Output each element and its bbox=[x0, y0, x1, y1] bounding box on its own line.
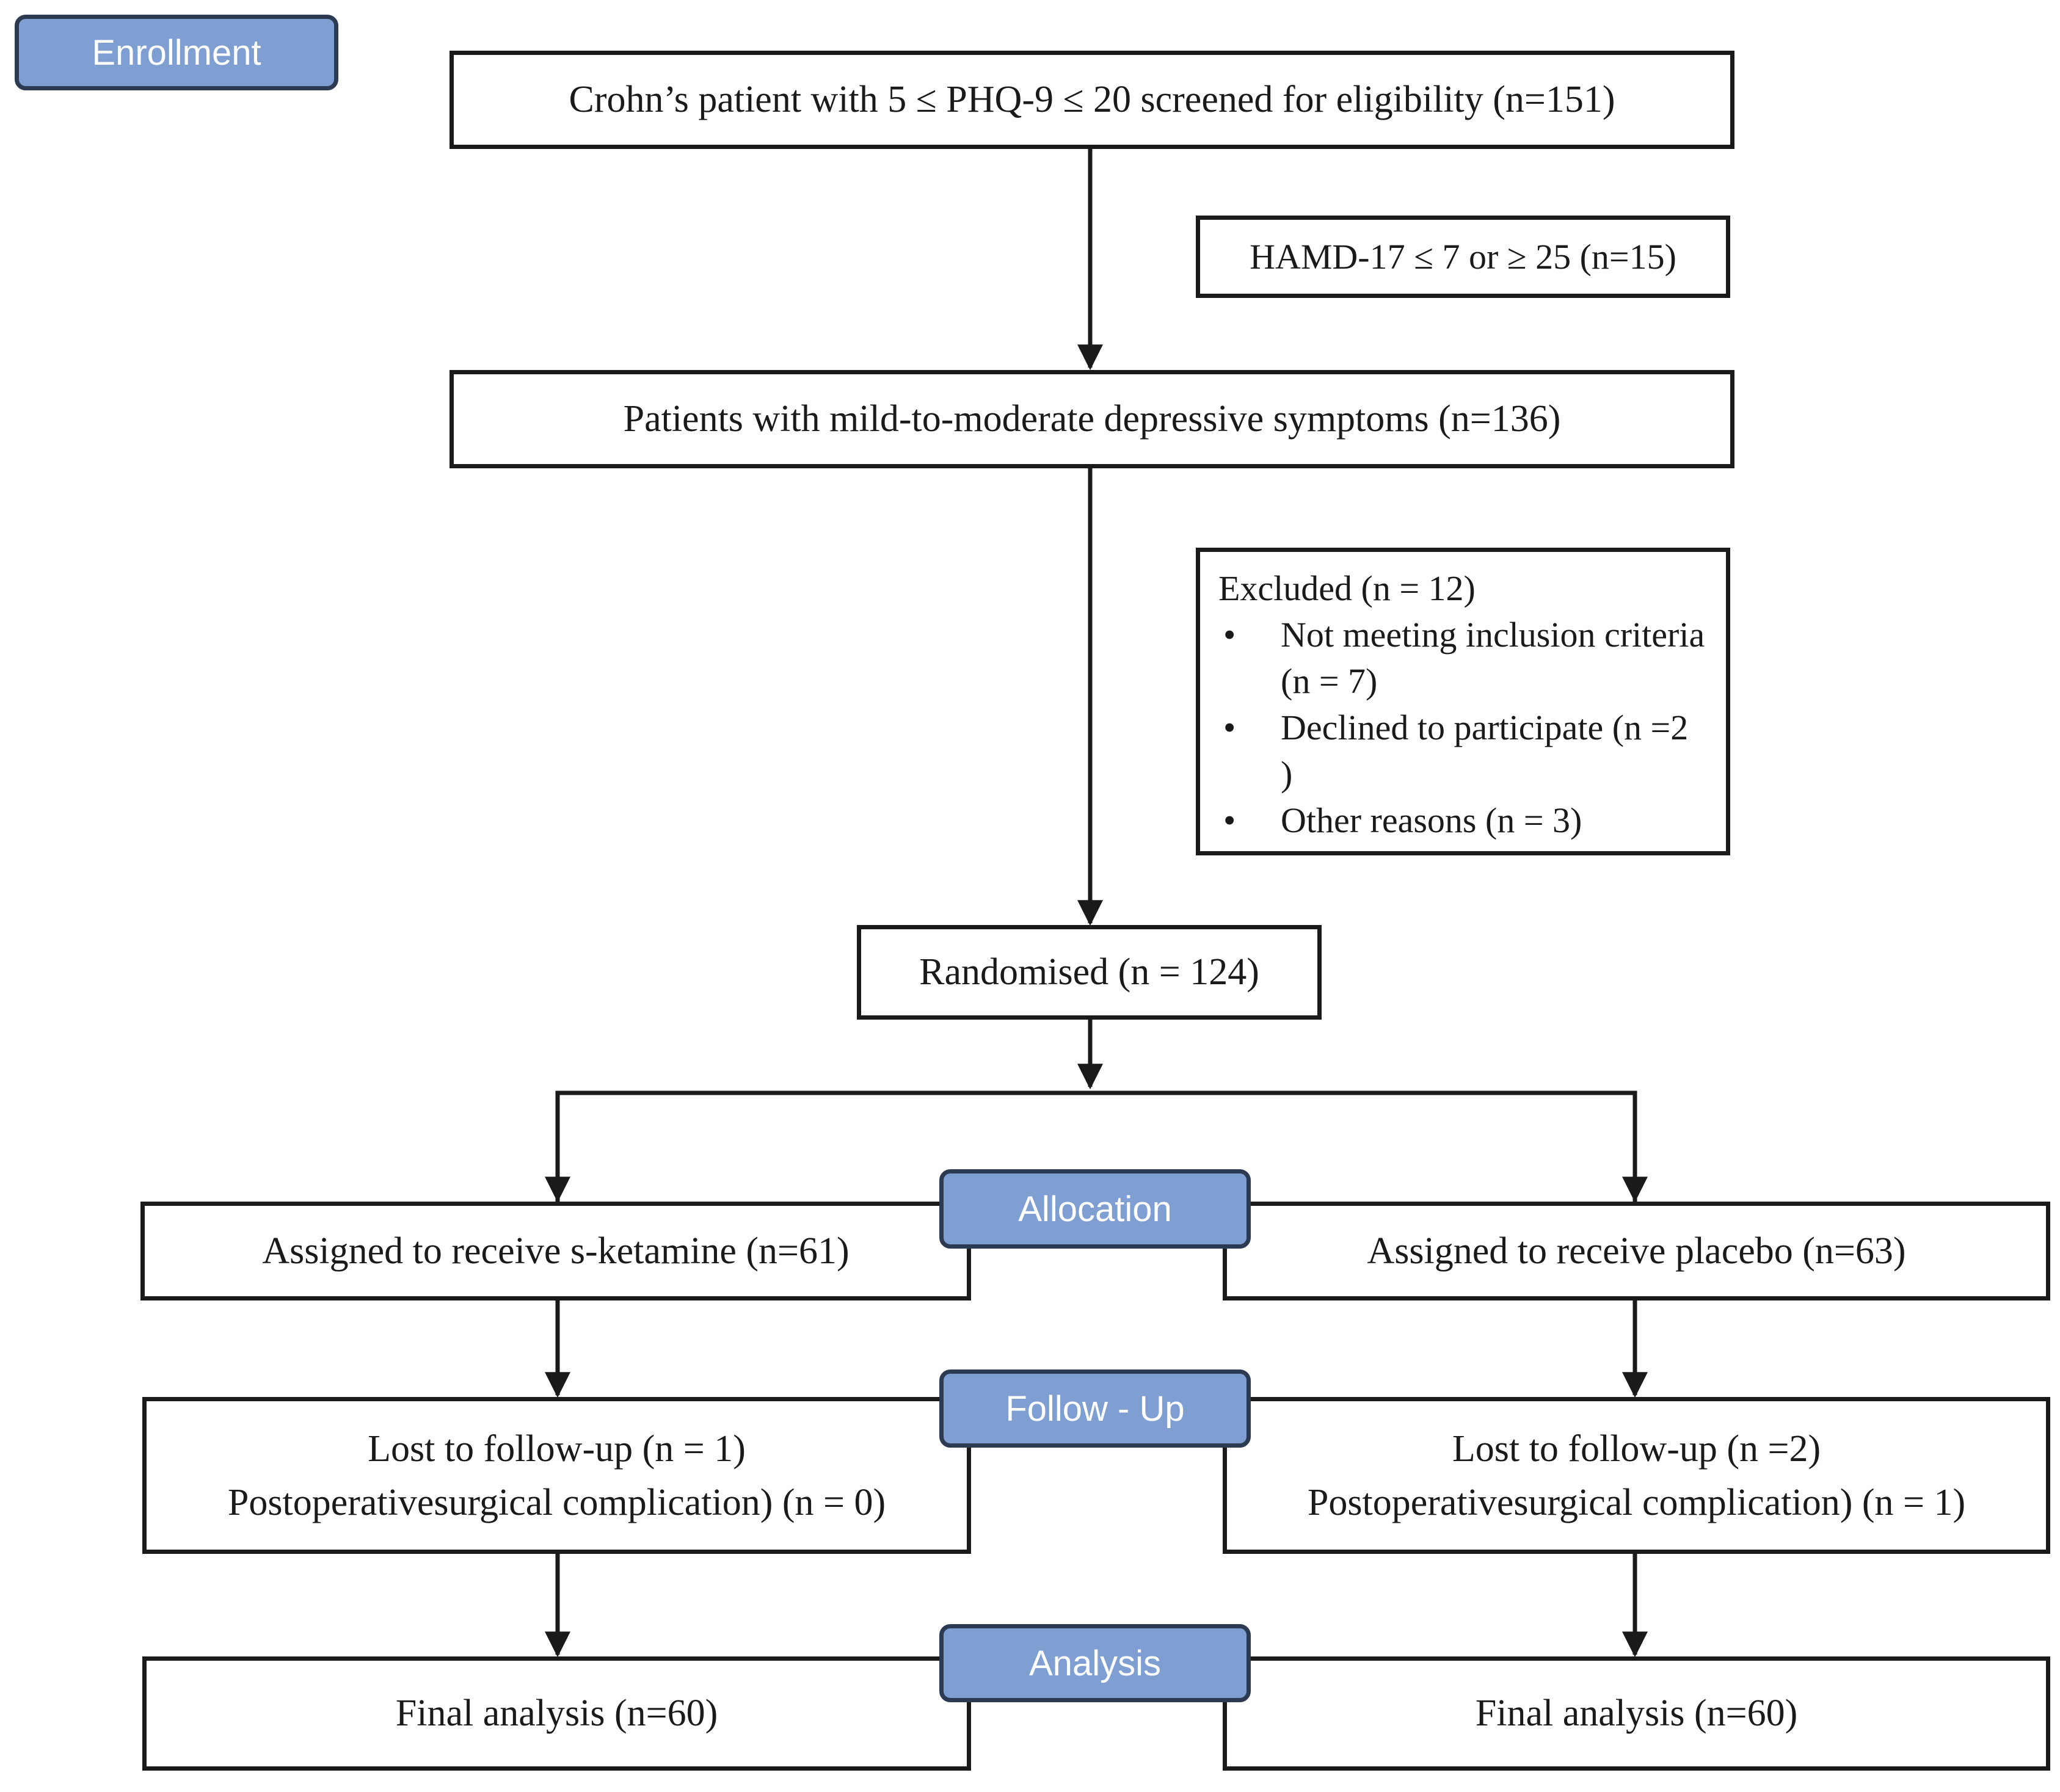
stage-label-analysis: Analysis bbox=[939, 1624, 1251, 1702]
stage-label-allocation: Allocation bbox=[939, 1169, 1251, 1249]
mild-moderate-box: Patients with mild-to-moderate depressiv… bbox=[449, 370, 1734, 468]
placebo-complication: Postoperativesurgical complication) (n =… bbox=[1307, 1481, 1966, 1523]
placebo-followup-box: Lost to follow-up (n =2) Postoperativesu… bbox=[1223, 1397, 2050, 1554]
placebo-assigned-box: Assigned to receive placebo (n=63) bbox=[1223, 1202, 2050, 1300]
stage-label-follow-up: Follow - Up bbox=[939, 1369, 1251, 1448]
placebo-final-analysis-box: Final analysis (n=60) bbox=[1223, 1656, 2050, 1771]
ketamine-followup-box: Lost to follow-up (n = 1) Postoperatives… bbox=[142, 1397, 971, 1554]
randomised-box: Randomised (n = 124) bbox=[857, 925, 1322, 1020]
excluded-reason-item: Other reasons (n = 3) bbox=[1218, 797, 1708, 844]
excluded-box: Excluded (n = 12) Not meeting inclusion … bbox=[1196, 548, 1730, 855]
excluded-reasons-list: Not meeting inclusion criteria (n = 7) D… bbox=[1218, 612, 1708, 844]
split-line bbox=[555, 1090, 1637, 1204]
excluded-reason-item: Declined to participate (n =2 ) bbox=[1218, 705, 1708, 797]
hamd-exclusion-box: HAMD-17 ≤ 7 or ≥ 25 (n=15) bbox=[1196, 216, 1730, 298]
excluded-title: Excluded (n = 12) bbox=[1218, 568, 1476, 608]
ketamine-final-analysis-box: Final analysis (n=60) bbox=[142, 1656, 971, 1771]
ketamine-lost-to-followup: Lost to follow-up (n = 1) bbox=[368, 1427, 746, 1470]
ketamine-assigned-box: Assigned to receive s-ketamine (n=61) bbox=[140, 1202, 971, 1300]
excluded-reason-item: Not meeting inclusion criteria (n = 7) bbox=[1218, 612, 1708, 705]
placebo-lost-to-followup: Lost to follow-up (n =2) bbox=[1452, 1427, 1821, 1470]
ketamine-complication: Postoperativesurgical complication) (n =… bbox=[227, 1481, 886, 1523]
stage-label-enrollment: Enrollment bbox=[15, 15, 338, 90]
screened-box: Crohn’s patient with 5 ≤ PHQ-9 ≤ 20 scre… bbox=[449, 51, 1734, 149]
